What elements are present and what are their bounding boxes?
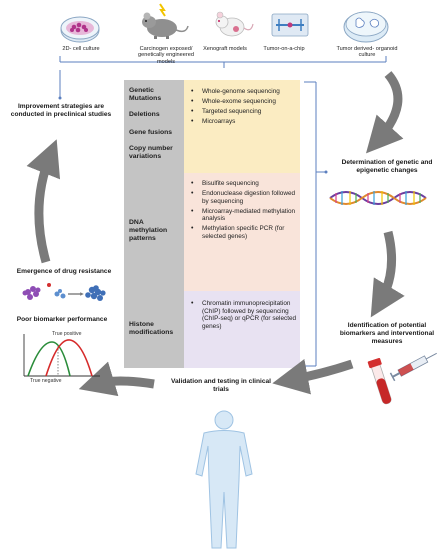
model-label-xenograft: Xenograft models (203, 46, 247, 52)
model-label-carcinogen: Carcinogen exposed/ genetically engineer… (138, 46, 194, 65)
improvement-title: Improvement strategies are conducted in … (10, 103, 112, 118)
chip-icon (271, 13, 309, 37)
category-gene-fusions: Gene fusions (129, 129, 173, 136)
human-body-icon (195, 410, 253, 549)
model-label-chip: Tumor-on-a-chip (263, 46, 305, 52)
method-msp: Methylation specific PCR (for selected g… (191, 225, 300, 240)
poor-biomarker-title: Poor biomarker performance (16, 316, 108, 323)
arrow-resistance-to-improvement (26, 139, 61, 264)
determination-title: Determination of genetic and epigenetic … (341, 159, 433, 174)
blood-tube-icon (367, 357, 392, 405)
category-dna-methylation: DNA methylation patterns (129, 219, 168, 242)
models-bracket (59, 56, 387, 68)
histone-categories: Histone modifications (124, 291, 184, 368)
model-label-organoid: Tumor derived- organoid culture (336, 46, 398, 59)
method-bisulfite: Bisulfite sequencing (191, 180, 300, 188)
arrow-validation-to-poor-biomarker (78, 361, 155, 397)
methylation-categories: DNA methylation patterns (124, 173, 184, 291)
method-endonuclease: Endonuclease digestion followed by seque… (191, 190, 300, 205)
arrow-models-to-determination (366, 71, 404, 154)
model-label-2d: 2D- cell culture (62, 46, 100, 52)
table-bracket (304, 81, 328, 367)
identification-title: Identification of potential biomarkers a… (339, 322, 435, 345)
arrow-identification-to-validation (272, 358, 354, 395)
improvement-connector (58, 70, 62, 100)
methods-table: Genetic Mutations Deletions Gene fusions… (124, 80, 300, 368)
roc-curve-icon (23, 334, 100, 377)
category-genetic-mutations: Genetic Mutations (129, 87, 162, 102)
dna-helix-icon (329, 191, 427, 205)
genetic-categories: Genetic Mutations Deletions Gene fusions… (124, 80, 184, 173)
method-chip-seq: Chromatin immunoprecipitation (ChIP) fol… (191, 300, 300, 330)
drug-resistance-title: Emergence of drug resistance (16, 268, 112, 275)
method-microarrays: Microarrays (191, 118, 300, 126)
syringe-icon (389, 352, 437, 382)
mouse-carcinogen-icon (142, 3, 189, 39)
genetic-methods: Whole-genome sequencing Whole-exome sequ… (184, 80, 300, 173)
mouse-xenograft-icon (215, 11, 254, 37)
cells-icon (22, 283, 106, 301)
category-deletions: Deletions (129, 111, 160, 118)
category-copy-number: Copy number variations (129, 145, 173, 160)
method-microarray-methylation: Microarray-mediated methylation analysis (191, 208, 300, 223)
methylation-methods: Bisulfite sequencing Endonuclease digest… (184, 173, 300, 291)
roc-true-positive-label: True positive (52, 331, 82, 337)
petri-dish-icon (60, 16, 100, 43)
category-histone: Histone modifications (129, 321, 174, 336)
histone-methods: Chromatin immunoprecipitation (ChIP) fol… (184, 291, 300, 368)
organoid-dish-icon (343, 11, 389, 43)
models-row (59, 3, 389, 68)
roc-true-negative-label: True negative (30, 378, 62, 384)
method-wes: Whole-exome sequencing (191, 98, 300, 106)
arrow-determination-to-identification (370, 230, 405, 318)
method-wgs: Whole-genome sequencing (191, 88, 300, 96)
method-targeted: Targeted sequencing (191, 108, 300, 116)
validation-title: Validation and testing in clinical trial… (170, 378, 272, 393)
